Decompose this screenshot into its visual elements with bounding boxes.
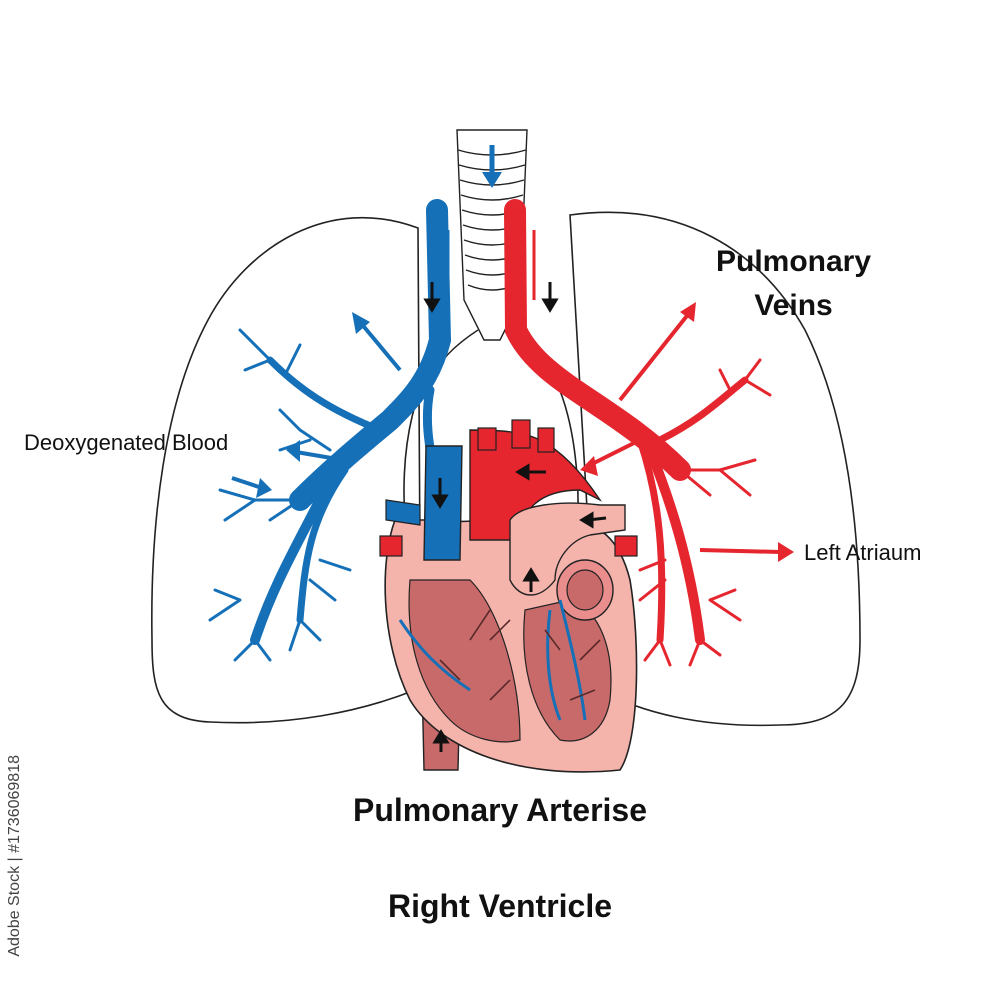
arrowhead-icon	[778, 542, 794, 562]
blue-arrow-in	[231, 476, 263, 490]
left-lung-outline	[569, 211, 861, 727]
arrowhead-icon	[580, 456, 598, 476]
right-ventricle-chamber	[408, 579, 521, 743]
blue-branch-upper	[266, 356, 384, 434]
deoxygenated-vessels	[208, 199, 510, 705]
oxygenated-vessels	[504, 199, 772, 667]
label-pulmonary-veins-line2: Veins	[754, 289, 833, 322]
arrowhead-icon	[352, 312, 370, 334]
left-arrow-icon	[515, 463, 530, 481]
red-arrow-up-right	[618, 310, 692, 402]
blue-trunk	[289, 199, 452, 511]
heart-veins	[439, 609, 601, 701]
red-trunk	[504, 199, 691, 481]
label-right-ventricle: Right Ventricle	[387, 888, 613, 924]
heart	[379, 419, 638, 773]
blue-branch-mid	[296, 466, 349, 624]
pulmonary-vein-stub-right	[614, 535, 638, 557]
aortic-branch-2	[511, 419, 531, 449]
label-pulmonary-arteries: Pulmonary Arterise	[352, 792, 648, 828]
arrowhead-icon	[256, 478, 272, 498]
coronary-vessels	[398, 599, 587, 721]
red-branch-upper	[656, 376, 749, 444]
red-branch-mid	[636, 436, 666, 644]
aortic-branch-3	[537, 427, 555, 453]
blue-arrow-up-left	[358, 320, 402, 372]
down-arrow-head-icon	[482, 172, 502, 188]
arrowhead-icon	[680, 302, 696, 322]
label-deoxygenated-blood: Deoxygenated Blood	[24, 430, 229, 455]
blue-stub-left	[385, 499, 421, 526]
aortic-branch-1	[477, 427, 497, 451]
label-pulmonary-veins-line1: Pulmonary	[716, 245, 872, 278]
red-branch-lower	[645, 445, 705, 645]
stock-watermark-id: Adobe Stock | #1736069818	[6, 755, 23, 957]
up-arrow-icon	[432, 729, 450, 744]
red-arrow-right	[699, 548, 781, 554]
arrow-heads	[256, 302, 794, 562]
blue-branch-lower	[250, 475, 335, 645]
label-pulmonary-veins: Pulmonary Veins	[716, 240, 871, 328]
pulmonary-vein-stub-left	[379, 535, 403, 557]
aortic-valve	[566, 569, 604, 611]
left-ventricle-chamber	[523, 599, 612, 742]
vessel-arrows	[423, 230, 559, 313]
left-arrow-icon	[579, 511, 594, 529]
blue-arrow-left	[295, 450, 356, 464]
down-arrow-icon	[431, 494, 449, 509]
right-lung-outline	[151, 216, 421, 724]
flow-arrows	[231, 310, 781, 554]
left-atrium	[509, 502, 626, 596]
red-arrow-in	[589, 438, 641, 467]
heart-arrows	[431, 463, 607, 752]
arrowhead-icon	[286, 440, 300, 462]
label-left-atrium: Left Atriaum	[804, 540, 922, 565]
up-arrow-icon	[522, 567, 540, 582]
